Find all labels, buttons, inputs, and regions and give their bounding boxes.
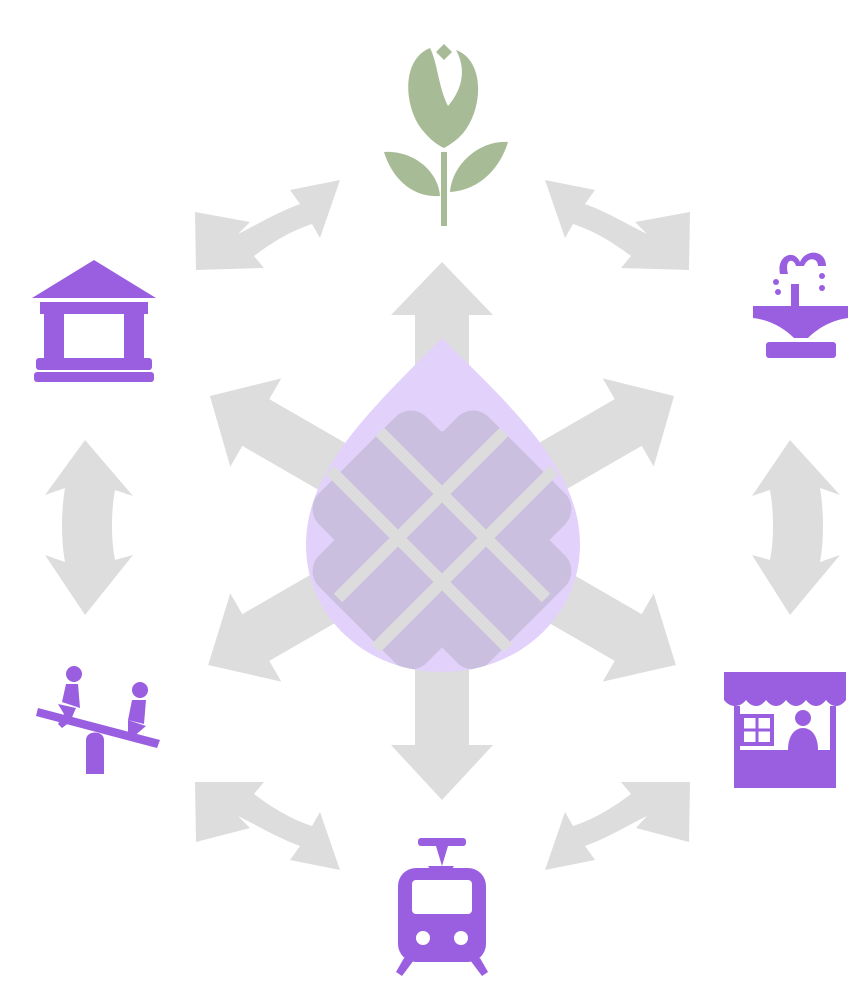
museum-building-icon [32,260,156,382]
ring-arrow-museum-tulip [195,180,340,270]
center-emblem-icon [306,338,580,672]
ring-arrow-tram-seesaw [195,782,340,870]
seesaw-playground-icon [36,666,160,774]
ring-arrow-seesaw-museum [45,440,133,615]
ring-arrow-tulip-fountain [545,180,690,270]
fountain-icon [753,252,848,358]
ring-arrow-market-tram [545,782,690,870]
tulip-icon [384,44,508,226]
market-stall-icon [724,672,846,788]
ring-arrow-fountain-market [752,440,840,615]
tram-icon [396,838,488,976]
ring-arrows [45,180,840,870]
